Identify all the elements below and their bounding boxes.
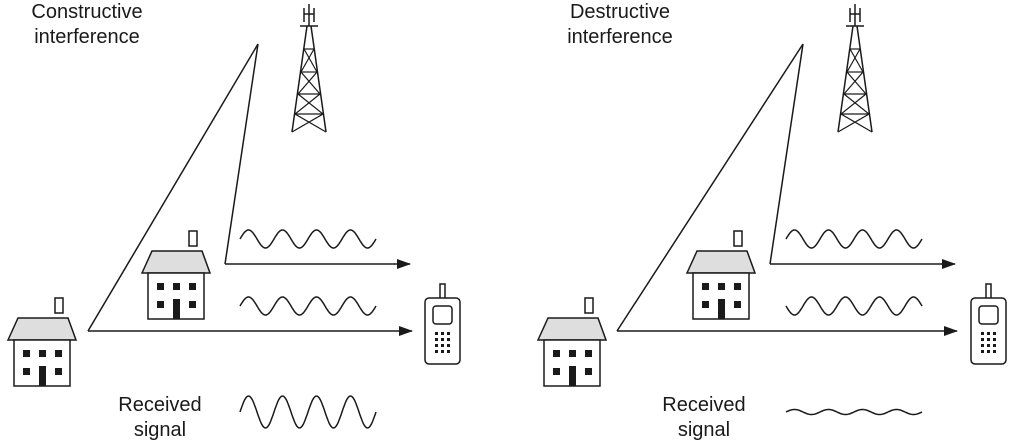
destructive-phone-icon bbox=[970, 283, 1007, 365]
constructive-received-line1: Received bbox=[118, 394, 202, 416]
constructive-title-line2: interference bbox=[34, 26, 140, 48]
destructive-wave-upper bbox=[785, 229, 923, 249]
constructive-title-line1: Constructive bbox=[31, 1, 143, 23]
constructive-path-far bbox=[87, 43, 259, 332]
constructive-wave-lower bbox=[239, 296, 377, 316]
destructive-title-line1: Destructive bbox=[569, 1, 671, 23]
constructive-received-label: Received signal bbox=[100, 393, 220, 443]
destructive-received-label: Received signal bbox=[644, 393, 764, 443]
destructive-title: Destructive interference bbox=[545, 0, 695, 50]
destructive-title-line2: interference bbox=[567, 26, 673, 48]
constructive-title: Constructive interference bbox=[12, 0, 162, 50]
destructive-tower-icon bbox=[837, 3, 873, 133]
destructive-received-line1: Received bbox=[662, 394, 746, 416]
destructive-wave-received bbox=[785, 408, 923, 416]
destructive-received-line2: signal bbox=[677, 419, 731, 441]
constructive-wave-upper bbox=[239, 229, 377, 249]
constructive-wave-received bbox=[239, 395, 377, 429]
destructive-path-far bbox=[616, 43, 804, 332]
destructive-wave-lower bbox=[785, 296, 923, 316]
destructive-house-far-icon bbox=[537, 297, 607, 387]
destructive-path-near bbox=[769, 43, 804, 265]
constructive-received-line2: signal bbox=[133, 419, 187, 441]
destructive-house-near-icon bbox=[686, 230, 756, 320]
constructive-path-near bbox=[224, 43, 259, 265]
